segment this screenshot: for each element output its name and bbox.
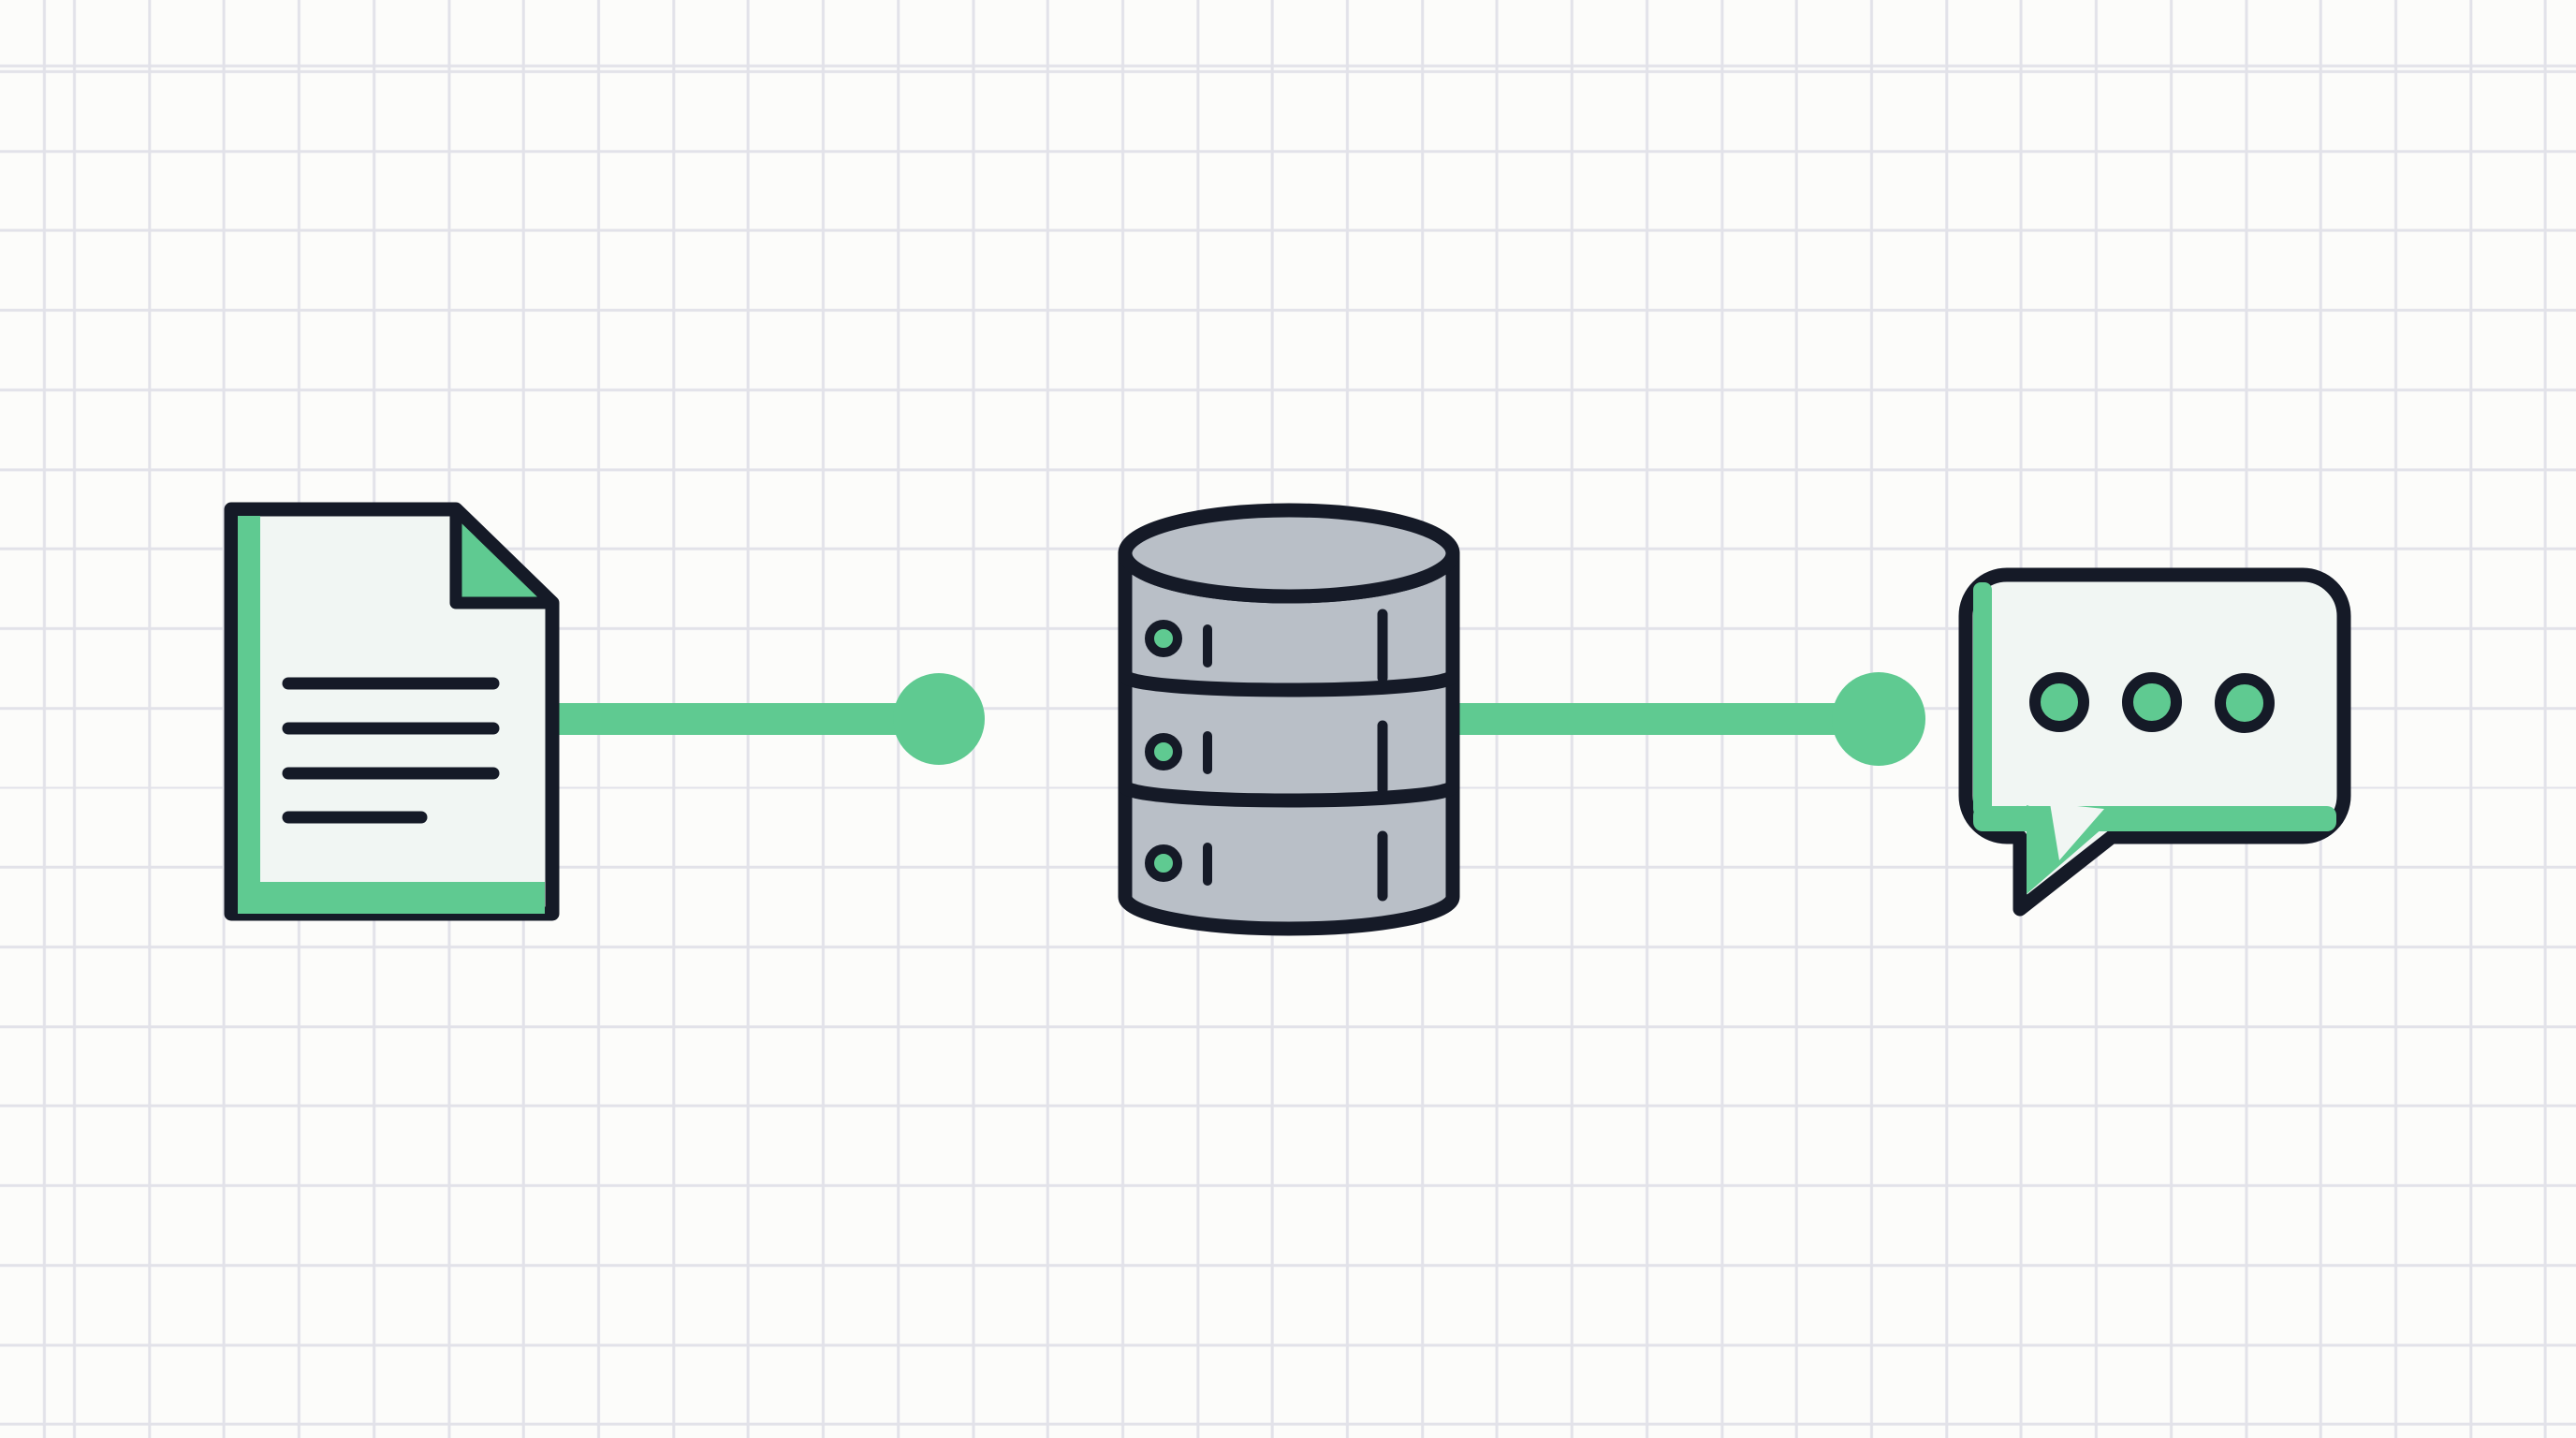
typing-dot (2029, 672, 2089, 732)
chat-tail-notch (2050, 803, 2104, 860)
tier-divider (1118, 671, 1460, 697)
connector-database-to-chat (1451, 672, 1925, 766)
database-tier-2 (1145, 720, 1388, 795)
folded-corner (449, 503, 559, 609)
database-top (1118, 503, 1460, 604)
document-icon (224, 502, 560, 921)
database-icon (1118, 503, 1460, 936)
chat-left-accent (1973, 582, 1992, 816)
connector-document-to-database (548, 673, 985, 765)
document-text-lines (282, 677, 500, 824)
chat-bubble-body (1958, 567, 2351, 917)
document-bottom-accent (238, 882, 545, 914)
document-left-accent (238, 516, 260, 907)
typing-dots (2029, 672, 2275, 733)
status-dot (1145, 733, 1182, 770)
status-dot (1145, 844, 1182, 882)
connector-endpoint-dot (1832, 672, 1925, 766)
connector-endpoint-dot (893, 673, 985, 765)
typing-dot (2215, 673, 2275, 733)
status-dot (1145, 620, 1182, 657)
chat-bubble-icon (1958, 567, 2351, 917)
database-tier-3 (1145, 830, 1388, 902)
database-tier-1 (1145, 609, 1388, 683)
typing-dot (2122, 672, 2182, 732)
tier-divider (1118, 782, 1460, 808)
